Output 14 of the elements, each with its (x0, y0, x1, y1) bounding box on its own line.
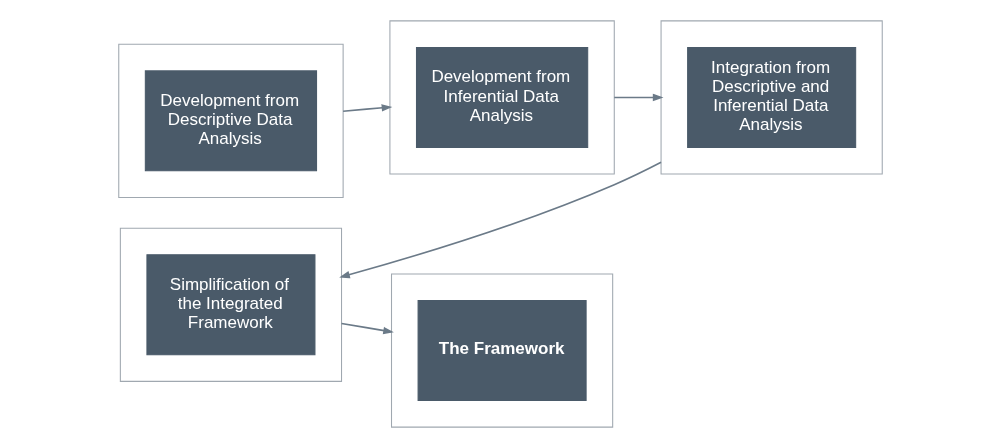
cluster (391, 273, 614, 428)
cluster (118, 43, 344, 198)
node-box: The Framework (417, 300, 587, 402)
node-box: Development from Inferential Data Analysis (415, 46, 589, 148)
cluster (389, 20, 615, 175)
node-box: Development from Descriptive Data Analysis (144, 70, 318, 172)
arrow (342, 104, 393, 112)
cluster (660, 20, 883, 175)
node-box: Simplification of the Integrated Framework (146, 254, 316, 356)
arrow (613, 93, 664, 102)
cluster (119, 227, 343, 382)
arrow (340, 322, 394, 335)
arrow (339, 161, 662, 279)
node-box: Integration from Descriptive and Inferential Data Analysis (687, 46, 857, 148)
